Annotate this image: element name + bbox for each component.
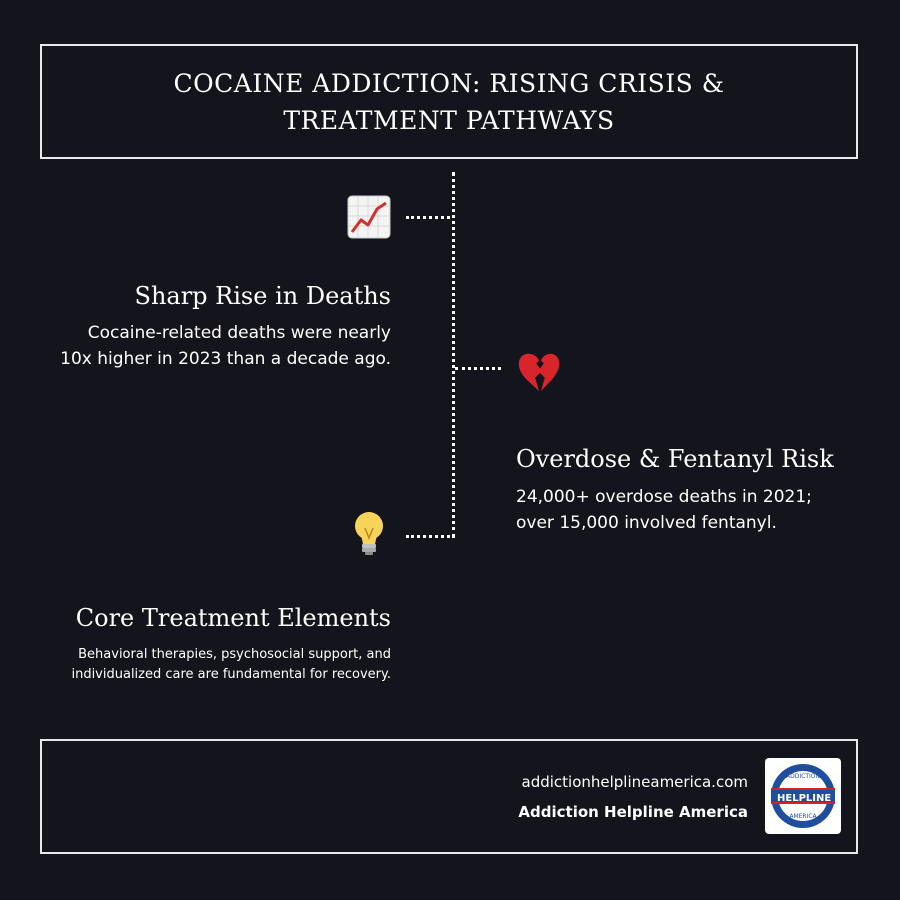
- page-title: COCAINE ADDICTION: RISING CRISIS & TREAT…: [173, 68, 725, 135]
- timeline-item-2-text-line-2: over 15,000 involved fentanyl.: [516, 513, 777, 533]
- broken-heart-icon: [516, 348, 562, 394]
- timeline-item-1-text-line-2: 10x higher in 2023 than a decade ago.: [60, 349, 391, 369]
- timeline-item-3-text-line-2: individualized care are fundamental for …: [71, 667, 391, 682]
- helpline-logo: HELPLINE ADDICTION AMERICA: [765, 758, 841, 834]
- timeline-item-2-text: 24,000+ overdose deaths in 2021; over 15…: [516, 484, 812, 536]
- logo-text-bottom: AMERICA: [789, 813, 817, 820]
- timeline-line: [452, 172, 455, 538]
- timeline-item-1-heading: Sharp Rise in Deaths: [134, 282, 392, 310]
- helpline-logo-icon: HELPLINE ADDICTION AMERICA: [771, 764, 835, 828]
- timeline-connector-1: [406, 216, 450, 219]
- logo-text-top: ADDICTION: [786, 773, 820, 780]
- timeline-item-1-text-line-1: Cocaine-related deaths were nearly: [87, 323, 391, 343]
- timeline-item-2-text-line-1: 24,000+ overdose deaths in 2021;: [516, 487, 812, 507]
- title-box: COCAINE ADDICTION: RISING CRISIS & TREAT…: [40, 44, 858, 159]
- footer-url-link[interactable]: addictionhelplineamerica.com: [521, 773, 749, 791]
- timeline-item-1-text: Cocaine-related deaths were nearly 10x h…: [60, 320, 391, 372]
- timeline-item-2-heading: Overdose & Fentanyl Risk: [516, 445, 834, 473]
- footer-organization-name: Addiction Helpline America: [518, 803, 748, 821]
- timeline-item-3-text-line-1: Behavioral therapies, psychosocial suppo…: [78, 647, 391, 662]
- timeline-item-3-heading: Core Treatment Elements: [75, 604, 391, 632]
- light-bulb-icon: [346, 510, 392, 556]
- timeline-item-3-text: Behavioral therapies, psychosocial suppo…: [71, 645, 391, 685]
- footer-box: addictionhelplineamerica.com Addiction H…: [40, 739, 858, 854]
- timeline-connector-3: [406, 535, 450, 538]
- logo-text-middle: HELPLINE: [777, 793, 831, 804]
- timeline-connector-2: [455, 367, 501, 370]
- chart-increasing-icon: [346, 194, 392, 240]
